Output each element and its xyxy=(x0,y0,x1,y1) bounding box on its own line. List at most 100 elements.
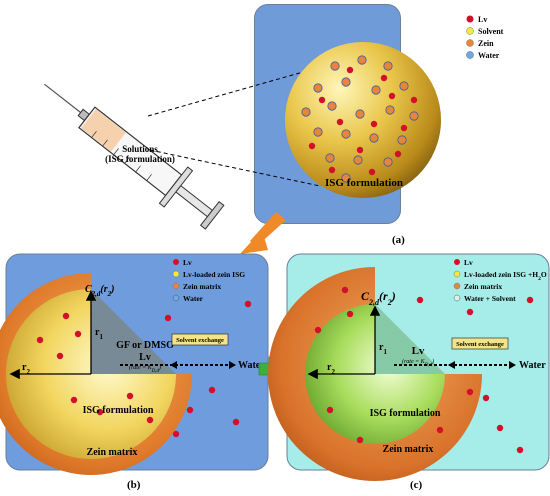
lv-particle xyxy=(164,314,172,322)
particles-group-c-inside xyxy=(314,286,474,444)
rate-label-c: (rate = KD,d) xyxy=(402,358,434,368)
syringe-icon xyxy=(44,83,225,230)
lv-particle xyxy=(96,408,104,416)
particles-group-a xyxy=(301,55,419,183)
lv-particle xyxy=(516,446,524,454)
water-label-b: Water xyxy=(238,360,265,371)
syringe-thumb-rest xyxy=(199,200,225,230)
lv-particle xyxy=(232,418,240,426)
legend-b-zein-marker xyxy=(172,282,180,290)
lv-particle xyxy=(410,96,418,104)
lv-particle xyxy=(346,310,354,318)
lv-particle xyxy=(172,430,180,438)
lv-particle xyxy=(308,142,316,150)
zein-particle xyxy=(330,61,340,71)
syringe-caption-line2: (ISG formulation) xyxy=(105,154,175,164)
isg-formulation-caption-c: ISG formulation xyxy=(370,408,441,419)
lv-particle xyxy=(70,396,78,404)
r2-label-c: r2 xyxy=(327,362,335,376)
zein-particle xyxy=(369,133,379,143)
lv-particle xyxy=(146,416,154,424)
lv-center-label-b: Lv xyxy=(139,352,151,363)
legend-b-isg-marker xyxy=(172,270,180,278)
lv-particle xyxy=(466,308,474,316)
legend-c-isg: Lv-loaded zein ISG +H2O xyxy=(464,270,547,282)
lv-particle xyxy=(314,326,322,334)
legend-c: Lv Lv-loaded zein ISG +H2O Zein matrix W… xyxy=(453,258,547,303)
lv-particle xyxy=(400,124,408,132)
solvent-exchange-box-b xyxy=(171,333,229,346)
lv-particle xyxy=(208,386,216,394)
legend-a-water: Water xyxy=(478,51,500,60)
legend-c-water-solvent-marker xyxy=(453,294,461,302)
legend-a-lv: Lv xyxy=(478,15,487,24)
legend-a-water-marker xyxy=(466,51,474,59)
lv-particle xyxy=(370,120,378,128)
water-label-c: Water xyxy=(519,360,546,371)
lv-particle xyxy=(482,394,490,402)
solvent-exchange-box-c xyxy=(451,337,509,350)
legend-a: Lv Solvent Zein Water xyxy=(466,15,504,60)
rate-label-b: (rate = KD,d) xyxy=(129,364,161,374)
r1-label-c: r1 xyxy=(379,342,387,356)
cutaway-face-b xyxy=(91,289,176,374)
zein-particle xyxy=(327,101,337,111)
legend-b-water: Water xyxy=(183,294,204,303)
legend-c-zein: Zein matrix xyxy=(464,282,502,291)
gf-dmso-label-b: GF or DMSO xyxy=(116,340,174,351)
legend-a-zein-marker xyxy=(466,39,474,47)
legend-a-lv-marker xyxy=(466,15,474,23)
zein-particle xyxy=(341,173,351,183)
lv-particle xyxy=(36,336,44,344)
lv-particle xyxy=(388,92,396,100)
syringe-needle xyxy=(44,83,83,115)
solvent-exchange-label-c: Solvent exchange xyxy=(456,341,504,348)
panel-a-label: (a) xyxy=(392,234,405,246)
lv-particle xyxy=(62,312,70,320)
lv-center-label-c: Lv xyxy=(412,345,425,357)
lv-particle xyxy=(346,66,354,74)
legend-c-zein-marker xyxy=(453,282,461,290)
legend-b-lv: Lv xyxy=(183,258,192,267)
legend-c-isg-marker xyxy=(453,270,461,278)
zein-particle xyxy=(341,77,351,87)
zein-matrix-caption-b: Zein matrix xyxy=(87,447,138,458)
zoom-line-top xyxy=(147,71,304,117)
zein-particle xyxy=(409,111,419,121)
zein-particle xyxy=(399,81,409,91)
zein-matrix-caption-c: Zein matrix xyxy=(383,444,434,455)
legend-b-water-marker xyxy=(172,294,180,302)
c2d-label-b: C2,d(r2) xyxy=(85,284,115,298)
lv-particle xyxy=(328,166,336,174)
legend-a-zein: Zein xyxy=(478,39,494,48)
particles-group-b-inside xyxy=(36,312,154,424)
c2d-label-c: C2,d(r2) xyxy=(361,289,396,307)
zein-particle xyxy=(383,61,393,71)
zein-particle xyxy=(325,153,335,163)
lv-particle xyxy=(341,286,349,294)
zein-particle xyxy=(313,83,323,93)
legend-b: Lv Lv-loaded zein ISG Zein matrix Water xyxy=(172,258,245,303)
lv-particle xyxy=(244,300,252,308)
zein-particle xyxy=(341,129,351,139)
legend-c-lv-marker xyxy=(454,259,460,265)
syringe-plunger xyxy=(175,185,214,218)
lv-particle xyxy=(416,296,424,304)
legend-b-isg: Lv-loaded zein ISG xyxy=(183,270,245,279)
zein-particle xyxy=(357,55,367,65)
r2-label-b: r2 xyxy=(22,362,30,376)
lv-particle xyxy=(186,406,194,414)
lv-particle xyxy=(380,74,388,82)
syringe-solution xyxy=(81,109,126,152)
lv-particle xyxy=(356,146,364,154)
exchange-arrowhead-left-c xyxy=(448,361,455,369)
cutaway-face-c xyxy=(375,304,445,374)
lv-particle xyxy=(56,352,64,360)
lv-particle xyxy=(466,388,474,396)
zein-particle xyxy=(371,85,381,95)
lv-particle xyxy=(356,436,364,444)
lv-particle xyxy=(318,96,326,104)
lv-particle xyxy=(496,424,504,432)
lv-particle xyxy=(436,426,444,434)
lv-particle xyxy=(126,392,134,400)
